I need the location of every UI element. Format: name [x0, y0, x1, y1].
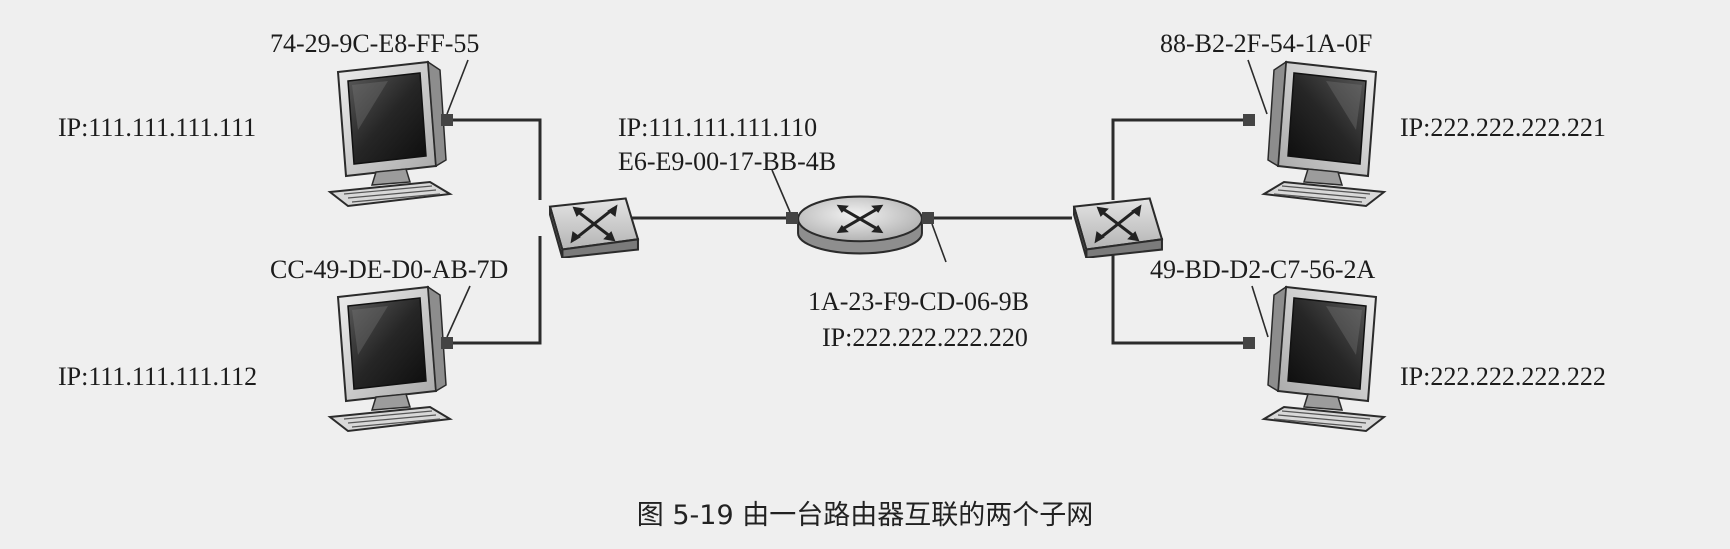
switch-icon-left — [548, 196, 640, 258]
mac-label-top-left: 74-29-9C-E8-FF-55 — [270, 29, 479, 58]
computer-icon-bottom-left — [329, 286, 451, 432]
wire-host-tl — [448, 118, 542, 200]
ip-label-bottom-left: IP:111.111.111.112 — [58, 362, 257, 391]
ip-label-top-right: IP:222.222.222.221 — [1400, 113, 1606, 142]
mac-label-bottom-left: CC-49-DE-D0-AB-7D — [270, 255, 508, 284]
router-icon — [796, 195, 924, 255]
router-left-ip-label: IP:111.111.111.110 — [618, 113, 817, 142]
switch-icon-right — [1072, 196, 1164, 258]
figure-caption: 图 5-19 由一台路由器互联的两个子网 — [637, 500, 1093, 531]
router-port-left — [786, 212, 798, 224]
router-right-mac-label: 1A-23-F9-CD-06-9B — [808, 287, 1029, 316]
wire-host-bl — [448, 236, 542, 345]
mac-label-bottom-right: 49-BD-D2-C7-56-2A — [1150, 255, 1376, 284]
nic-port-br — [1243, 337, 1255, 349]
wire-host-br — [1111, 236, 1248, 345]
computer-icon-bottom-right — [1263, 286, 1385, 432]
mac-label-top-right: 88-B2-2F-54-1A-0F — [1160, 29, 1372, 58]
nic-port-tl — [441, 114, 453, 126]
leader-lines — [446, 59, 1269, 338]
router-port-right — [922, 212, 934, 224]
ip-label-top-left: IP:111.111.111.111 — [58, 113, 256, 142]
computer-icon-top-right — [1263, 61, 1385, 207]
nic-port-tr — [1243, 114, 1255, 126]
router-left-mac-label: E6-E9-00-17-BB-4B — [618, 147, 836, 176]
router-right-ip-label: IP:222.222.222.220 — [822, 323, 1028, 352]
wire-host-tr — [1111, 118, 1248, 200]
computer-icon-top-left — [329, 61, 451, 207]
nic-port-bl — [441, 337, 453, 349]
ip-label-bottom-right: IP:222.222.222.222 — [1400, 362, 1606, 391]
